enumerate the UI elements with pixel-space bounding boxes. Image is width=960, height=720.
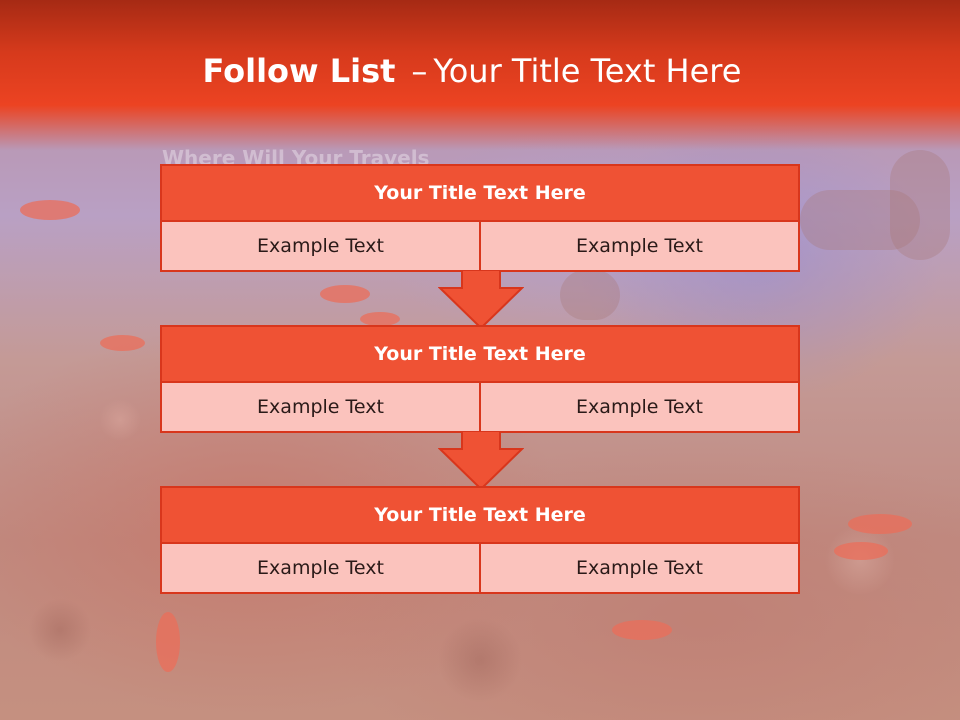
block-title: Your Title Text Here: [162, 166, 798, 222]
down-arrow-icon: [438, 431, 524, 491]
block-title: Your Title Text Here: [162, 488, 798, 544]
block-row: Example Text Example Text: [162, 544, 798, 592]
fish-shape: [848, 514, 912, 534]
down-arrow-icon: [438, 270, 524, 330]
fish-shape: [156, 612, 180, 672]
block-cell-right: Example Text: [479, 383, 798, 431]
follow-block-1: Your Title Text Here Example Text Exampl…: [160, 164, 800, 272]
fish-shape: [100, 335, 145, 351]
diver-shape: [890, 150, 950, 260]
fish-shape: [320, 285, 370, 303]
slide-title: Follow List–Your Title Text Here: [0, 52, 944, 90]
block-cell-right: Example Text: [479, 544, 798, 592]
block-cell-left: Example Text: [162, 222, 479, 270]
block-cell-left: Example Text: [162, 544, 479, 592]
diver-shape: [560, 270, 620, 320]
block-row: Example Text Example Text: [162, 383, 798, 431]
fish-shape: [834, 542, 888, 560]
slide-header: [0, 0, 960, 150]
fish-shape: [612, 620, 672, 640]
follow-block-3: Your Title Text Here Example Text Exampl…: [160, 486, 800, 594]
diver-shape: [800, 190, 920, 250]
follow-block-2: Your Title Text Here Example Text Exampl…: [160, 325, 800, 433]
fish-shape: [20, 200, 80, 220]
block-cell-left: Example Text: [162, 383, 479, 431]
slide-title-dash: –: [411, 52, 428, 90]
block-cell-right: Example Text: [479, 222, 798, 270]
block-row: Example Text Example Text: [162, 222, 798, 270]
fish-shape: [360, 312, 400, 326]
slide-title-bold: Follow List: [202, 52, 396, 90]
slide-title-rest: Your Title Text Here: [433, 52, 742, 90]
block-title: Your Title Text Here: [162, 327, 798, 383]
